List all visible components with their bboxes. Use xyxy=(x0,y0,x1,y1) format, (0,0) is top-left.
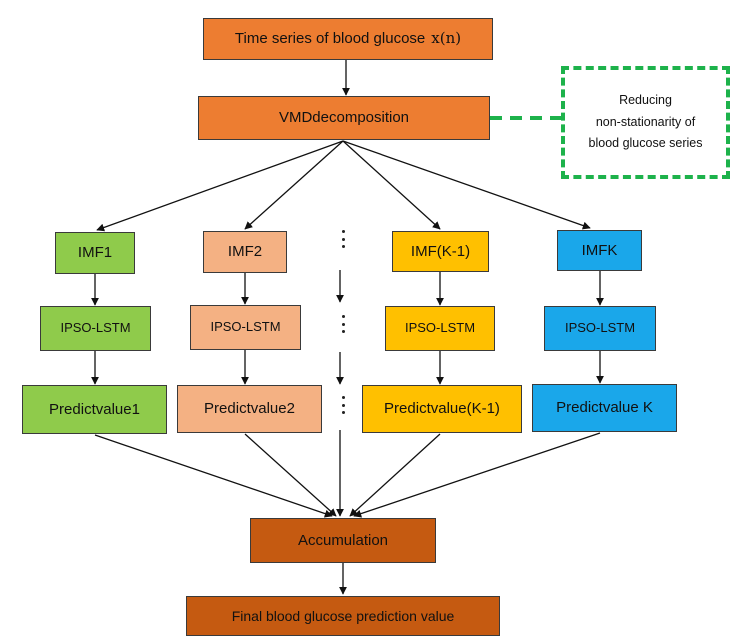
node-imf1: IMF1 xyxy=(55,232,135,274)
node-ipso-lstm-2-label: IPSO-LSTM xyxy=(210,319,281,335)
node-ipso-lstm-k-minus-1: IPSO-LSTM xyxy=(385,306,495,351)
node-imf2: IMF2 xyxy=(203,231,287,273)
node-imf-k-label: IMFK xyxy=(581,241,618,259)
note-line-1: Reducing xyxy=(619,92,672,107)
node-predictvalue-k-minus-1-label: Predictvalue(K-1) xyxy=(384,400,500,418)
edge-vmd-to-imf1 xyxy=(96,140,344,232)
node-predictvalue-k-minus-1: Predictvalue(K-1) xyxy=(362,385,522,433)
node-predictvalue-k: Predictvalue K xyxy=(532,384,677,432)
node-imf-k: IMFK xyxy=(557,230,642,271)
note-box-reducing-non-stationarity: Reducing non-stationarity of blood gluco… xyxy=(561,66,730,179)
ellipsis-vertical-dots-3 xyxy=(336,394,350,416)
node-imf-k-minus-1: IMF(K-1) xyxy=(392,231,489,272)
node-predictvalue-1-label: Predictvalue1 xyxy=(49,400,140,418)
edge-vmd-to-imf-k xyxy=(342,140,591,230)
node-blood-glucose-series: Time series of blood glucose x(n) xyxy=(203,18,493,60)
node-blood-glucose-series-label: Time series of blood glucose xyxy=(234,30,426,48)
node-predictvalue-2: Predictvalue2 xyxy=(177,385,322,433)
node-accumulation: Accumulation xyxy=(250,518,436,563)
edge-predict-k-minus-1-to-accumulation xyxy=(349,433,441,517)
node-final-prediction-value: Final blood glucose prediction value xyxy=(186,596,500,636)
ellipsis-vertical-dots-2 xyxy=(336,313,350,335)
edge-predict-k-to-accumulation xyxy=(353,432,601,518)
note-line-2: non-stationarity of xyxy=(595,114,696,129)
node-imf-k-minus-1-label: IMF(K-1) xyxy=(410,242,471,260)
node-predictvalue-1: Predictvalue1 xyxy=(22,385,167,434)
node-imf2-label: IMF2 xyxy=(227,243,263,261)
node-imf1-label: IMF1 xyxy=(77,244,113,262)
note-line-3: blood glucose series xyxy=(588,136,703,151)
node-ipso-lstm-k-minus-1-label: IPSO-LSTM xyxy=(404,320,476,336)
ellipsis-vertical-dots-1 xyxy=(336,228,350,250)
edge-predict1-to-accumulation xyxy=(94,434,333,518)
edge-vmd-to-imf-k-minus-1 xyxy=(342,140,441,230)
node-ipso-lstm-1-label: IPSO-LSTM xyxy=(60,320,131,336)
node-vmd-decomposition-label: VMDdecomposition xyxy=(278,109,410,127)
node-ipso-lstm-k: IPSO-LSTM xyxy=(544,306,656,351)
edge-predict2-to-accumulation xyxy=(244,433,337,517)
node-ipso-lstm-1: IPSO-LSTM xyxy=(40,306,151,351)
node-accumulation-label: Accumulation xyxy=(297,531,389,549)
node-vmd-decomposition: VMDdecomposition xyxy=(198,96,490,140)
node-predictvalue-2-label: Predictvalue2 xyxy=(204,400,295,418)
node-ipso-lstm-2: IPSO-LSTM xyxy=(190,305,301,350)
node-final-prediction-value-label: Final blood glucose prediction value xyxy=(231,607,455,624)
edge-vmd-to-imf2 xyxy=(244,140,344,230)
node-predictvalue-k-label: Predictvalue K xyxy=(556,399,653,417)
node-ipso-lstm-k-label: IPSO-LSTM xyxy=(564,320,636,336)
node-blood-glucose-series-formula: x(n) xyxy=(431,29,462,48)
